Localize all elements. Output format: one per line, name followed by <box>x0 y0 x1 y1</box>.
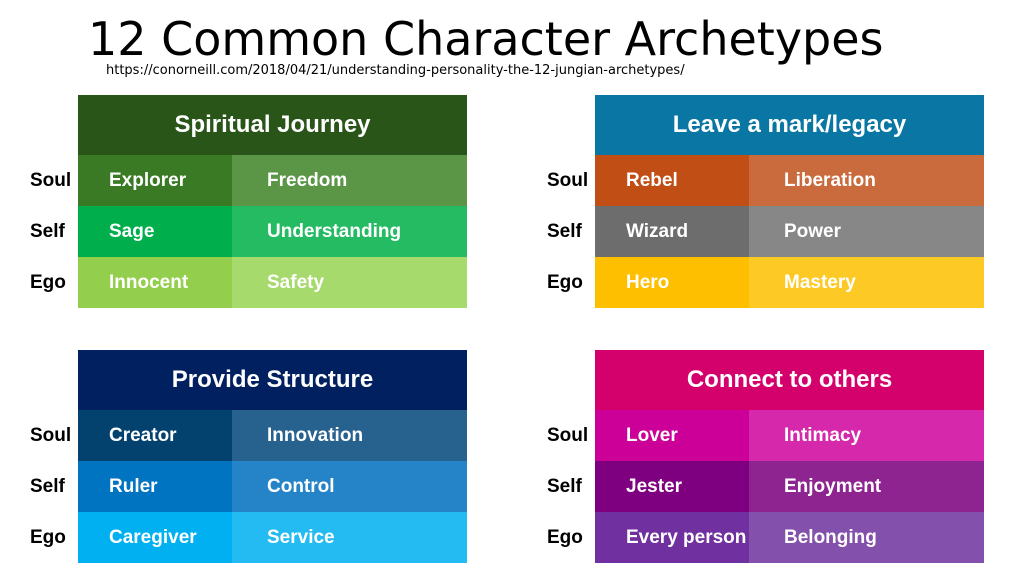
value-cell: Safety <box>232 257 467 308</box>
archetype-cell: Lover <box>595 410 749 461</box>
archetype-cell: Rebel <box>595 155 749 206</box>
panel-header: Spiritual Journey <box>78 95 467 155</box>
value-cell: Freedom <box>232 155 467 206</box>
row-label-ego: Ego <box>547 271 583 293</box>
archetype-cell: Hero <box>595 257 749 308</box>
row-label-self: Self <box>30 220 65 242</box>
archetype-cell: Caregiver <box>78 512 232 563</box>
row-label-self: Self <box>547 475 582 497</box>
row-label-self: Self <box>547 220 582 242</box>
row-label-soul: Soul <box>547 424 589 446</box>
value-cell: Intimacy <box>749 410 984 461</box>
page-title: 12 Common Character Archetypes <box>88 12 884 66</box>
archetype-cell: Every person <box>595 512 749 563</box>
archetype-cell: Explorer <box>78 155 232 206</box>
value-cell: Mastery <box>749 257 984 308</box>
value-cell: Belonging <box>749 512 984 563</box>
value-cell: Power <box>749 206 984 257</box>
archetype-cell: Ruler <box>78 461 232 512</box>
panel-header: Provide Structure <box>78 350 467 410</box>
archetype-cell: Jester <box>595 461 749 512</box>
archetype-cell: Wizard <box>595 206 749 257</box>
row-label-self: Self <box>30 475 65 497</box>
archetype-cell: Innocent <box>78 257 232 308</box>
row-label-ego: Ego <box>30 271 66 293</box>
panel-header: Leave a mark/legacy <box>595 95 984 155</box>
row-label-soul: Soul <box>30 424 72 446</box>
value-cell: Innovation <box>232 410 467 461</box>
panel-header: Connect to others <box>595 350 984 410</box>
archetype-cell: Creator <box>78 410 232 461</box>
archetype-cell: Sage <box>78 206 232 257</box>
value-cell: Understanding <box>232 206 467 257</box>
value-cell: Enjoyment <box>749 461 984 512</box>
row-label-soul: Soul <box>547 169 589 191</box>
value-cell: Control <box>232 461 467 512</box>
row-label-ego: Ego <box>547 526 583 548</box>
value-cell: Service <box>232 512 467 563</box>
value-cell: Liberation <box>749 155 984 206</box>
row-label-soul: Soul <box>30 169 72 191</box>
source-url[interactable]: https://conorneill.com/2018/04/21/unders… <box>106 63 685 78</box>
row-label-ego: Ego <box>30 526 66 548</box>
